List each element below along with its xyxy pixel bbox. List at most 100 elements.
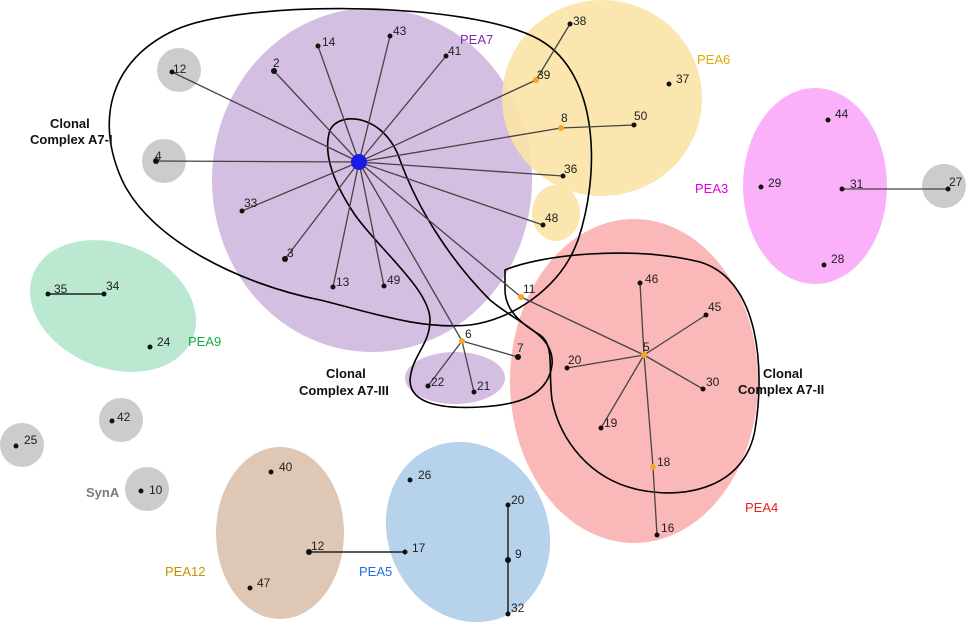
group-pea9-region xyxy=(29,240,197,372)
node-label-24: 24 xyxy=(157,335,171,349)
node-34[interactable] xyxy=(101,291,107,297)
edge-39-38 xyxy=(535,23,571,81)
complex-a7-i-outline xyxy=(108,7,593,327)
node-label-35: 35 xyxy=(54,282,68,296)
edge-5-21 xyxy=(566,354,645,369)
node-label-18: 18 xyxy=(657,455,671,469)
node-35[interactable] xyxy=(45,291,51,297)
group-pea6-region xyxy=(502,0,702,196)
edge-hub-36 xyxy=(358,161,564,177)
node-label-13: 12 xyxy=(311,539,325,553)
node-27[interactable] xyxy=(945,186,951,192)
node-label-45: 45 xyxy=(708,300,722,314)
group-labels: PEA7 PEA6 PEA3 PEA9 PEA4 PEA5 PEA12 SynA xyxy=(86,32,778,579)
edge-hub-41 xyxy=(358,55,447,163)
group-pea5-region xyxy=(385,441,551,622)
node-46[interactable] xyxy=(637,280,643,286)
complex-label-a7-ii-line1: Clonal xyxy=(763,366,803,381)
node-17[interactable] xyxy=(402,549,408,555)
node-42[interactable] xyxy=(109,418,115,424)
node-47[interactable] xyxy=(247,585,253,591)
group-label-pea9: PEA9 xyxy=(188,334,221,349)
node-label-23: 22 xyxy=(431,375,445,389)
node-label-49: 49 xyxy=(387,273,401,287)
node-4[interactable] xyxy=(153,158,159,164)
node-22[interactable] xyxy=(471,389,477,395)
node-8[interactable] xyxy=(558,125,564,131)
edge-hub-4 xyxy=(155,160,360,163)
node-28[interactable] xyxy=(821,262,827,268)
node-9[interactable] xyxy=(505,557,511,563)
node-13[interactable] xyxy=(306,549,312,555)
node-15[interactable] xyxy=(315,43,321,49)
node-label-29: 29 xyxy=(768,176,782,190)
node-label-28: 28 xyxy=(831,252,845,266)
node-36[interactable] xyxy=(560,173,566,179)
node-40[interactable] xyxy=(268,469,274,475)
node-39[interactable] xyxy=(533,77,539,83)
node-30[interactable] xyxy=(839,186,845,192)
node-20[interactable] xyxy=(505,502,511,508)
edge-hub-14 xyxy=(332,161,360,288)
node-31[interactable] xyxy=(700,386,706,392)
node-26[interactable] xyxy=(407,477,413,483)
node-24[interactable] xyxy=(147,344,153,350)
node-labels: 12 4 2 14 43 41 39 38 37 8 50 36 48 33 3… xyxy=(24,14,963,615)
node-label-10: 10 xyxy=(149,483,163,497)
node-label-36: 36 xyxy=(564,162,578,176)
node-23[interactable] xyxy=(425,383,431,389)
node-43[interactable] xyxy=(387,33,393,39)
group-label-pea4: PEA4 xyxy=(745,500,778,515)
node-label-2: 2 xyxy=(273,56,280,70)
node-25[interactable] xyxy=(13,443,19,449)
edge-6-23 xyxy=(427,340,463,387)
group-label-pea3: PEA3 xyxy=(695,181,728,196)
node-11[interactable] xyxy=(518,294,524,300)
node-7[interactable] xyxy=(515,354,521,360)
node-49[interactable] xyxy=(381,283,387,289)
node-label-43: 43 xyxy=(393,24,407,38)
complex-outlines xyxy=(108,7,760,494)
node-48[interactable] xyxy=(540,222,546,228)
node-32[interactable] xyxy=(505,611,511,617)
node-6[interactable] xyxy=(459,338,465,344)
node-label-27: 27 xyxy=(949,175,963,189)
node-label-44: 44 xyxy=(835,107,849,121)
node-12[interactable] xyxy=(169,69,175,75)
node-45[interactable] xyxy=(703,312,709,318)
node-label-33: 33 xyxy=(244,196,258,210)
edge-hub-48 xyxy=(358,161,544,226)
edge-hub-11 xyxy=(358,161,522,298)
node-19[interactable] xyxy=(598,425,604,431)
edge-5-18 xyxy=(643,354,654,468)
node-41[interactable] xyxy=(443,53,449,59)
node-29[interactable] xyxy=(758,184,764,190)
edge-hub-49 xyxy=(358,161,385,287)
group-pea3-region xyxy=(743,88,887,284)
node-10[interactable] xyxy=(138,488,144,494)
node-3[interactable] xyxy=(282,256,288,262)
node-2[interactable] xyxy=(271,68,277,74)
edge-18-16 xyxy=(652,466,658,536)
node-14[interactable] xyxy=(330,284,336,290)
nodes xyxy=(13,21,951,617)
hub-node[interactable] xyxy=(351,154,367,170)
group-pea7-region-lower xyxy=(405,352,505,404)
node-50[interactable] xyxy=(631,122,637,128)
edge-6-7 xyxy=(461,340,519,358)
node-44[interactable] xyxy=(825,117,831,123)
node-5[interactable] xyxy=(641,352,647,358)
node-33[interactable] xyxy=(239,208,245,214)
node-label-47: 47 xyxy=(257,576,271,590)
node-21[interactable] xyxy=(564,365,570,371)
node-16[interactable] xyxy=(654,532,660,538)
edge-5-46 xyxy=(639,282,645,356)
node-label-8: 8 xyxy=(561,111,568,125)
group-pea12-region xyxy=(216,447,344,619)
node-label-32: 32 xyxy=(511,601,525,615)
node-37[interactable] xyxy=(666,81,672,87)
node-18[interactable] xyxy=(650,464,656,470)
node-38[interactable] xyxy=(567,21,573,27)
node-label-34: 34 xyxy=(106,279,120,293)
